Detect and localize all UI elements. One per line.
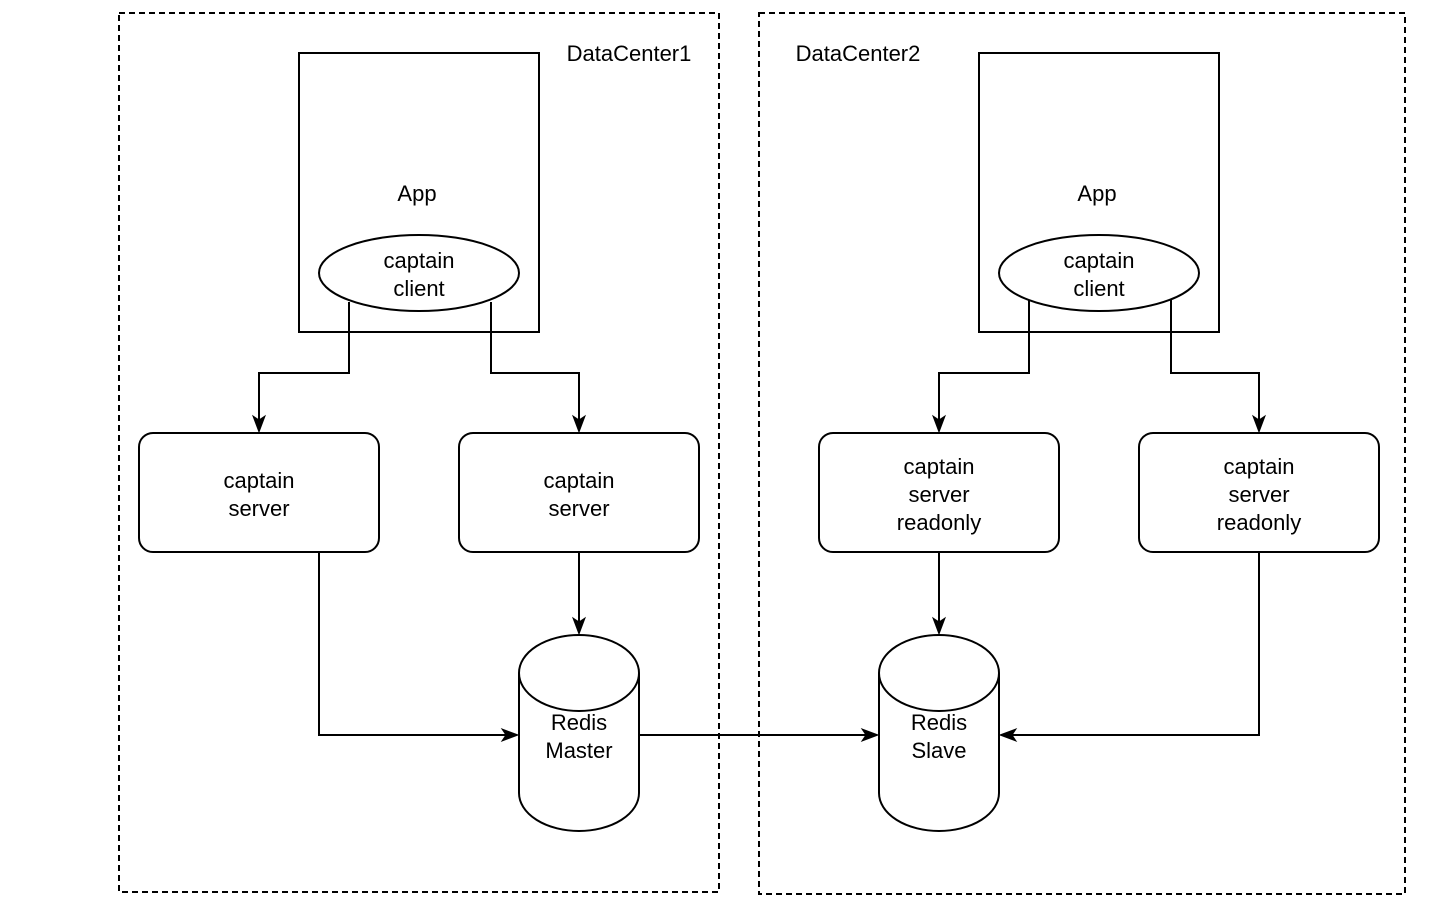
- datacenter-2-frame: [758, 12, 1406, 895]
- redis-slave-line1: Redis: [911, 710, 967, 735]
- captain-server-dc1-left-line1: captain: [224, 468, 295, 493]
- arrow-server-dc1-right: [571, 414, 587, 434]
- captain-client-dc1-line1: captain: [384, 248, 455, 273]
- captain-server-dc1-right-line2: server: [548, 496, 609, 521]
- arrow-redis-master-top: [571, 616, 587, 636]
- arrow-server-dc2-right: [1251, 414, 1267, 434]
- edge-server-to-redis-slave-side: [1012, 552, 1260, 736]
- captain-client-dc2-line2: client: [1073, 276, 1124, 301]
- app-label-dc1: App: [397, 181, 436, 206]
- redis-master-line1: Redis: [551, 710, 607, 735]
- datacenter-2-label: DataCenter2: [796, 41, 921, 66]
- redis-master-line2: Master: [545, 738, 612, 763]
- redis-master-cylinder: [518, 634, 640, 832]
- captain-server-readonly-dc2-left-line2: server: [908, 482, 969, 507]
- captain-client-dc2-line1: captain: [1064, 248, 1135, 273]
- captain-server-readonly-dc2-right-line1: captain: [1224, 454, 1295, 479]
- edge-client-to-server-dc2-left: [938, 300, 1030, 420]
- edge-server-to-redis-master-side: [318, 552, 506, 736]
- connectors: [251, 300, 1267, 743]
- app-label-dc2: App: [1077, 181, 1116, 206]
- arrow-redis-master-left: [500, 727, 520, 743]
- arrow-server-dc1-left: [251, 414, 267, 434]
- edge-client-to-server-dc1-right: [490, 302, 580, 420]
- captain-client-dc1: [318, 234, 520, 312]
- captain-client-dc1-line2: client: [393, 276, 444, 301]
- captain-server-readonly-dc2-right-line2: server: [1228, 482, 1289, 507]
- captain-server-readonly-dc2-right-line3: readonly: [1217, 510, 1301, 535]
- captain-server-readonly-dc2-left-line1: captain: [904, 454, 975, 479]
- datacenter-2: DataCenter2 App captain client captain s…: [758, 12, 1406, 895]
- edge-client-to-server-dc2-right: [1170, 300, 1260, 420]
- captain-client-dc2: [998, 234, 1200, 312]
- arrow-server-dc2-left: [931, 414, 947, 434]
- arrow-redis-slave-left: [860, 727, 880, 743]
- redis-slave-line2: Slave: [911, 738, 966, 763]
- captain-server-dc1-right-line1: captain: [544, 468, 615, 493]
- datacenter-1: DataCenter1 App captain client captain s…: [118, 12, 720, 893]
- datacenter-1-frame: [118, 12, 720, 893]
- datacenter-1-label: DataCenter1: [567, 41, 692, 66]
- captain-server-readonly-dc2-left-line3: readonly: [897, 510, 981, 535]
- captain-server-dc1-left-line2: server: [228, 496, 289, 521]
- arrow-redis-slave-right: [998, 727, 1018, 743]
- arrow-redis-slave-top: [931, 616, 947, 636]
- edge-client-to-server-dc1-left: [258, 302, 350, 420]
